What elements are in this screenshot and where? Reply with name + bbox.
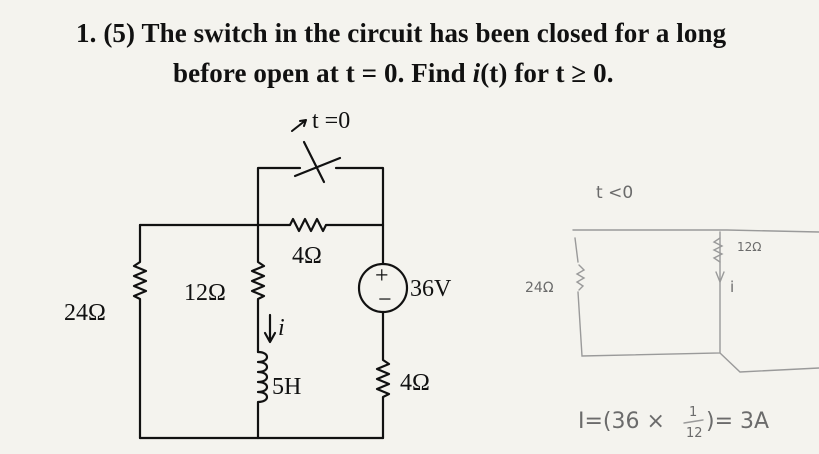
inductor-coils [256, 350, 269, 440]
switch-label: t =0 [312, 108, 350, 134]
notes-eq-prefix: I=(36 × [578, 409, 665, 434]
source-minus-sign: − [378, 287, 392, 313]
notes-bottom-wire [719, 352, 819, 373]
notes-eq-suffix: )= 3A [706, 409, 769, 434]
current-arrow-icon [263, 313, 277, 344]
notes-top-wire [572, 229, 819, 233]
notes-mid-resistor [712, 237, 724, 263]
notes-i: i [730, 278, 734, 296]
notes-t-label: t <0 [596, 183, 633, 203]
label-r-left: 24Ω [64, 300, 106, 326]
notes-arrow-icon [715, 271, 725, 284]
left-branch-wire [132, 223, 148, 440]
voltage-source [357, 262, 409, 314]
label-r-mid: 12Ω [184, 280, 226, 306]
notes-eq-den: 12 [686, 426, 703, 441]
problem-statement-line1: 1. (5) The switch in the circuit has bee… [76, 18, 726, 49]
notes-eq-num: 1 [689, 405, 697, 420]
label-r-top: 4Ω [292, 243, 322, 269]
problem-number: 1. [76, 18, 97, 48]
middle-branch-wire [250, 223, 266, 354]
notes-r12: 12Ω [737, 240, 761, 254]
right-branch-wire [375, 223, 391, 440]
problem-text-line2b: (t) for t ≥ 0. [480, 58, 614, 88]
notes-left-wire [574, 231, 721, 357]
switch-wire [256, 166, 385, 227]
problem-statement-line2: before open at t = 0. Find i(t) for t ≥ … [173, 58, 614, 89]
label-source-value: 36V [410, 276, 452, 302]
problem-func-i: i [472, 58, 481, 88]
switch-cross [302, 140, 326, 184]
label-inductor: 5H [272, 374, 301, 400]
notes-fraction-bar [683, 419, 704, 424]
problem-text-line2a: before open at t = 0. Find [173, 58, 473, 88]
label-current: i [278, 315, 285, 341]
notes-left-resistor [575, 264, 586, 291]
problem-text-line1: The switch in the circuit has been close… [141, 18, 727, 48]
source-plus-sign: + [375, 263, 389, 289]
problem-points: (5) [103, 18, 136, 48]
notes-r24: 24Ω [525, 280, 554, 296]
switch-arrow-icon [291, 119, 307, 132]
top-wire [138, 217, 385, 233]
label-r-bottom: 4Ω [400, 370, 430, 396]
